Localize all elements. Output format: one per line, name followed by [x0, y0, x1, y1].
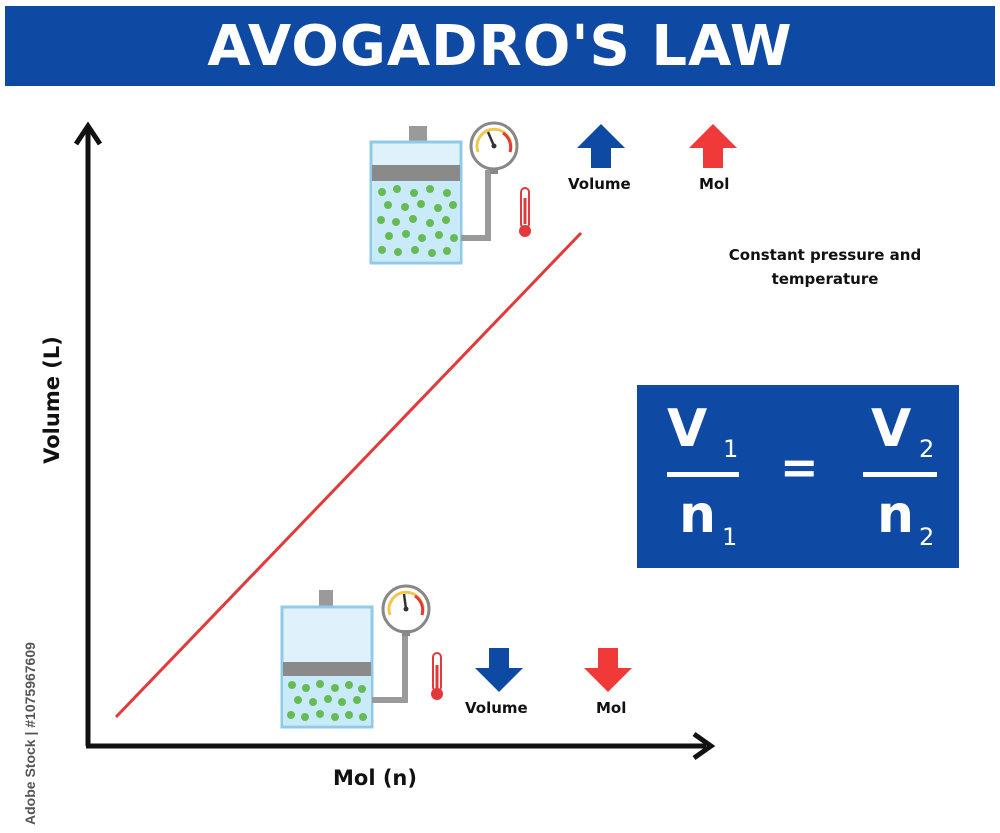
title-banner: AVOGADRO'S LAW: [5, 6, 995, 86]
formula-right-numerator-subscript: 2: [919, 435, 935, 463]
axes: [73, 121, 716, 761]
formula-right-fraction-bar: [863, 472, 937, 477]
formula-right-denominator-subscript: 2: [919, 523, 935, 551]
top-mol-label: Mol: [699, 175, 730, 193]
formula-left-numerator: V: [667, 399, 708, 459]
proportionality-line: [114, 231, 583, 719]
mol-up-arrow-icon: [689, 124, 737, 168]
volume-up-arrow-icon: [577, 124, 625, 168]
volume-down-arrow-icon: [475, 648, 523, 692]
formula-left-denominator-subscript: 1: [722, 523, 738, 551]
stock-watermark: Adobe Stock | #1075967609: [22, 642, 38, 825]
thermometer-icon: [431, 652, 443, 700]
thermometer-icon: [519, 187, 531, 237]
top-volume-label: Volume: [568, 175, 631, 193]
y-axis-label: Volume (L): [40, 336, 64, 464]
formula-right-numerator: V: [871, 399, 912, 459]
x-axis-label: Mol (n): [333, 766, 417, 790]
piston-plate: [283, 662, 371, 676]
piston-plate: [372, 165, 460, 181]
cylinder-high-volume: [369, 121, 531, 265]
formula-equals: =: [780, 440, 819, 494]
cylinder-low-volume: [280, 584, 443, 729]
gauge-pipe: [372, 630, 408, 703]
formula-left-denominator: n: [679, 485, 717, 545]
formula-right-denominator: n: [877, 485, 915, 545]
mol-down-arrow-icon: [584, 648, 632, 692]
formula-left-numerator-subscript: 1: [723, 435, 739, 463]
condition-line-1: Constant pressure and: [728, 246, 922, 264]
gauge-pipe: [461, 170, 491, 241]
gas-particles: [287, 680, 367, 721]
formula-left-fraction-bar: [667, 472, 739, 477]
page-title: AVOGADRO'S LAW: [207, 13, 793, 79]
pressure-gauge-icon: [381, 584, 431, 636]
y-axis-arrowhead: [73, 121, 103, 146]
bottom-mol-label: Mol: [596, 699, 627, 717]
bottom-volume-label: Volume: [465, 699, 528, 717]
condition-note: Constant pressure and temperature: [700, 243, 950, 291]
formula-box: V 1 n 1 = V 2 n 2: [637, 385, 959, 568]
gas-particles: [377, 185, 458, 257]
condition-line-2: temperature: [771, 270, 879, 288]
pressure-gauge-icon: [469, 121, 519, 174]
x-axis-arrowhead: [692, 731, 716, 761]
